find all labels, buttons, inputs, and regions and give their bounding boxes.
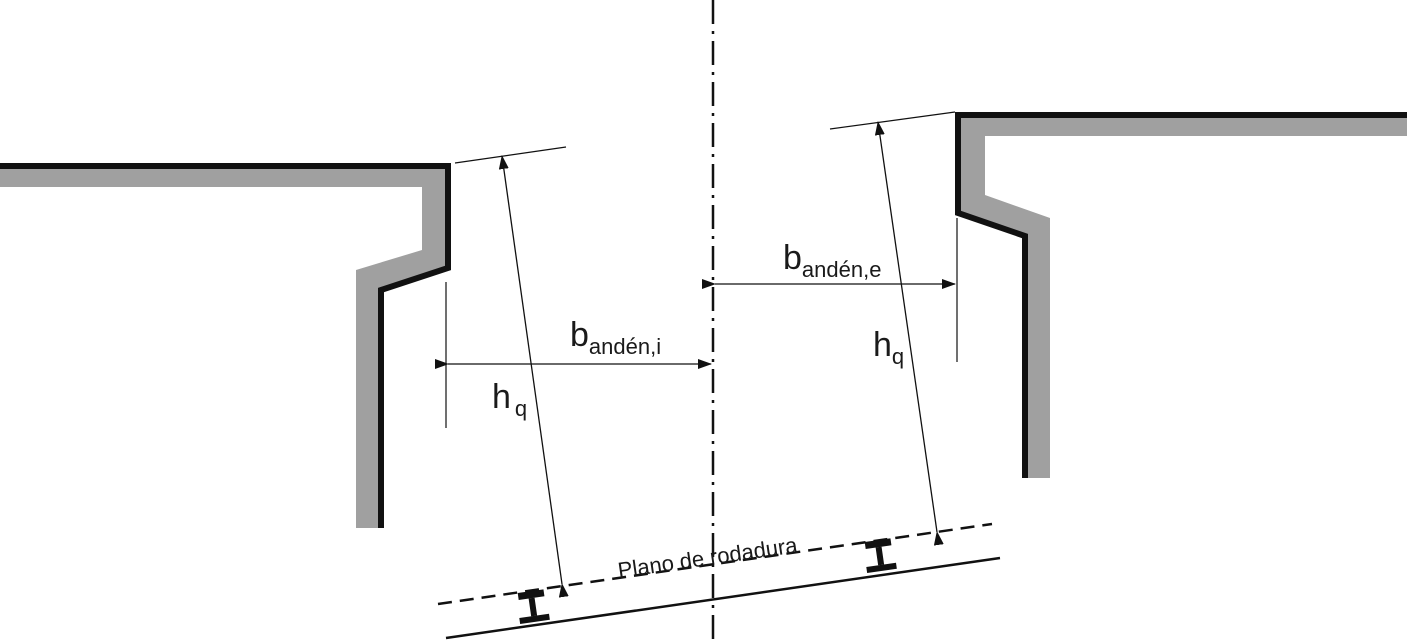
b-andén-i-label: bandén,i [570,316,661,359]
left-height-dimension [454,146,569,598]
left-width-dimension [435,282,712,428]
b-andén-e-main: b [783,239,802,277]
right-rail-icon [864,538,897,573]
left-height-reference-line [454,146,567,164]
h-q-left-sub: q [515,396,527,421]
left-platform-edge [0,163,451,528]
h-q-left-main: h [492,378,511,416]
left-platform [0,163,451,528]
h-q-right-main: h [873,326,892,364]
right-width-dimension [702,218,958,362]
running-plane-label: Plano de rodadura [616,532,799,583]
b-andén-i-sub: andén,i [589,334,661,359]
b-andén-e-sub: andén,e [802,257,882,282]
b-andén-i-main: b [570,316,589,354]
left-rail-icon [517,589,550,624]
right-height-dimension [829,111,956,546]
sleeper-line [445,556,1001,640]
right-platform-edge [955,112,1407,478]
right-platform-structure [958,114,1407,478]
right-height-arrow [874,121,944,546]
b-andén-e-label: bandén,e [783,239,881,282]
h-q-right-label: hq [873,326,904,369]
right-platform [955,112,1407,478]
left-platform-structure [0,164,448,528]
left-height-arrow [498,155,569,598]
right-height-reference-line [829,111,956,130]
h-q-right-sub: q [892,344,904,369]
